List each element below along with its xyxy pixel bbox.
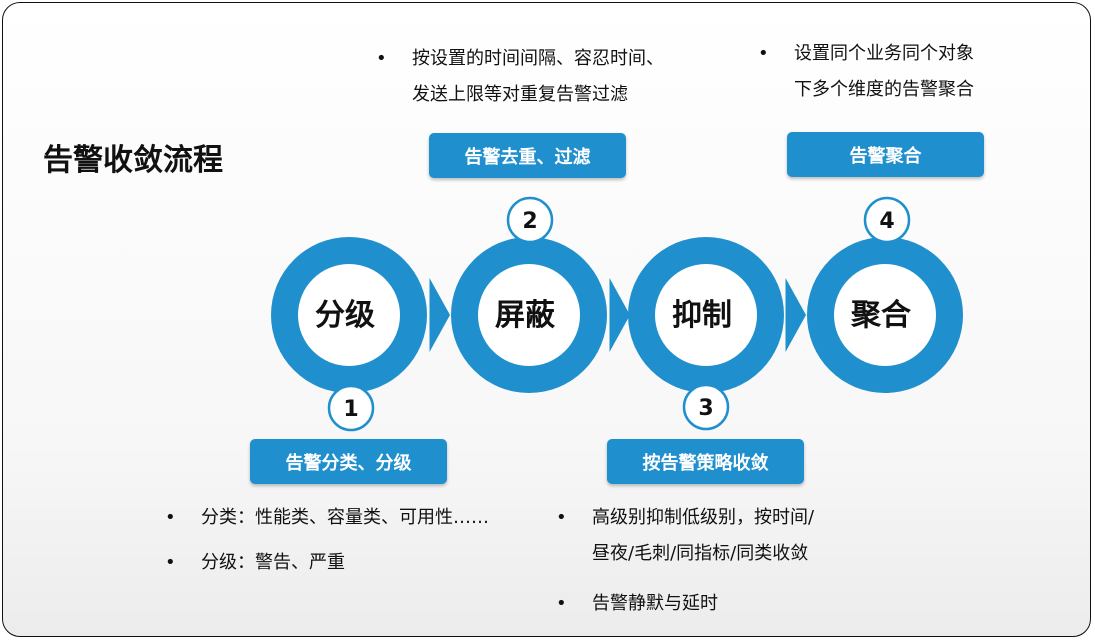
bullet-text: 分级：警告、严重 [201,552,345,573]
step-bullets-3: • 高级别抑制低级别，按时间/ 昼夜/毛刺/同指标/同类收敛 • 告警静默与延时 [556,500,814,622]
step-number-4: 4 [879,209,894,234]
step-number-badge-1: 1 [327,384,375,432]
bullet-text: 设置同个业务同个对象 [794,43,974,64]
bullet-text-continued: 下多个维度的告警聚合 [794,79,974,100]
step-number-badge-2: 2 [506,196,554,244]
process-flow: 分级 屏蔽 抑制 聚合 1 2 3 4 [271,196,963,432]
bullet-text-continued: 昼夜/毛刺/同指标/同类收敛 [592,543,809,564]
step-ring-1 [271,237,450,393]
step-number-3: 3 [698,396,713,421]
step-ring-3 [628,237,806,393]
step-bullets-2: • 按设置的时间间隔、容忍时间、 发送上限等对重复告警过滤 [376,41,664,113]
step-number-badge-4: 4 [863,196,911,244]
step-ring-4 [807,237,963,393]
bullet-item: • 告警静默与延时 [556,586,814,622]
bullet-marker: • [556,593,567,614]
step-tag-3: 按告警策略收敛 [607,439,804,484]
step-name-2: 屏蔽 [495,298,556,333]
bullet-item: • 设置同个业务同个对象 [758,36,974,72]
step-bullets-4: • 设置同个业务同个对象 下多个维度的告警聚合 [758,36,974,108]
bullet-item: • 按设置的时间间隔、容忍时间、 [376,41,664,77]
step-number-badge-3: 3 [682,383,730,431]
bullet-text-continued: 发送上限等对重复告警过滤 [412,84,628,105]
bullet-item: • 分级：警告、严重 [165,545,489,581]
bullet-marker: • [556,507,567,528]
bullet-text: 高级别抑制低级别，按时间/ [592,507,815,528]
bullet-marker: • [376,48,387,69]
step-tag-2: 告警去重、过滤 [429,133,626,178]
step-number-1: 1 [343,397,358,422]
step-tag-1: 告警分类、分级 [250,439,447,484]
step-tag-4: 告警聚合 [787,132,984,177]
bullet-text: 告警静默与延时 [592,593,718,614]
bullet-item: • 分类：性能类、容量类、可用性…… [165,500,489,536]
step-bullets-1: • 分类：性能类、容量类、可用性…… • 分级：警告、严重 [165,500,489,581]
bullet-text: 分类：性能类、容量类、可用性…… [201,507,489,528]
step-number-2: 2 [522,209,537,234]
bullet-item: • 高级别抑制低级别，按时间/ [556,500,814,536]
bullet-marker: • [758,43,769,64]
bullet-text: 按设置的时间间隔、容忍时间、 [412,48,664,69]
step-ring-2 [451,237,630,393]
diagram-title: 告警收敛流程 [43,143,223,178]
step-name-3: 抑制 [672,298,732,333]
step-name-1: 分级 [315,298,375,333]
bullet-marker: • [165,552,176,573]
step-name-4: 聚合 [850,298,911,333]
bullet-marker: • [165,507,176,528]
